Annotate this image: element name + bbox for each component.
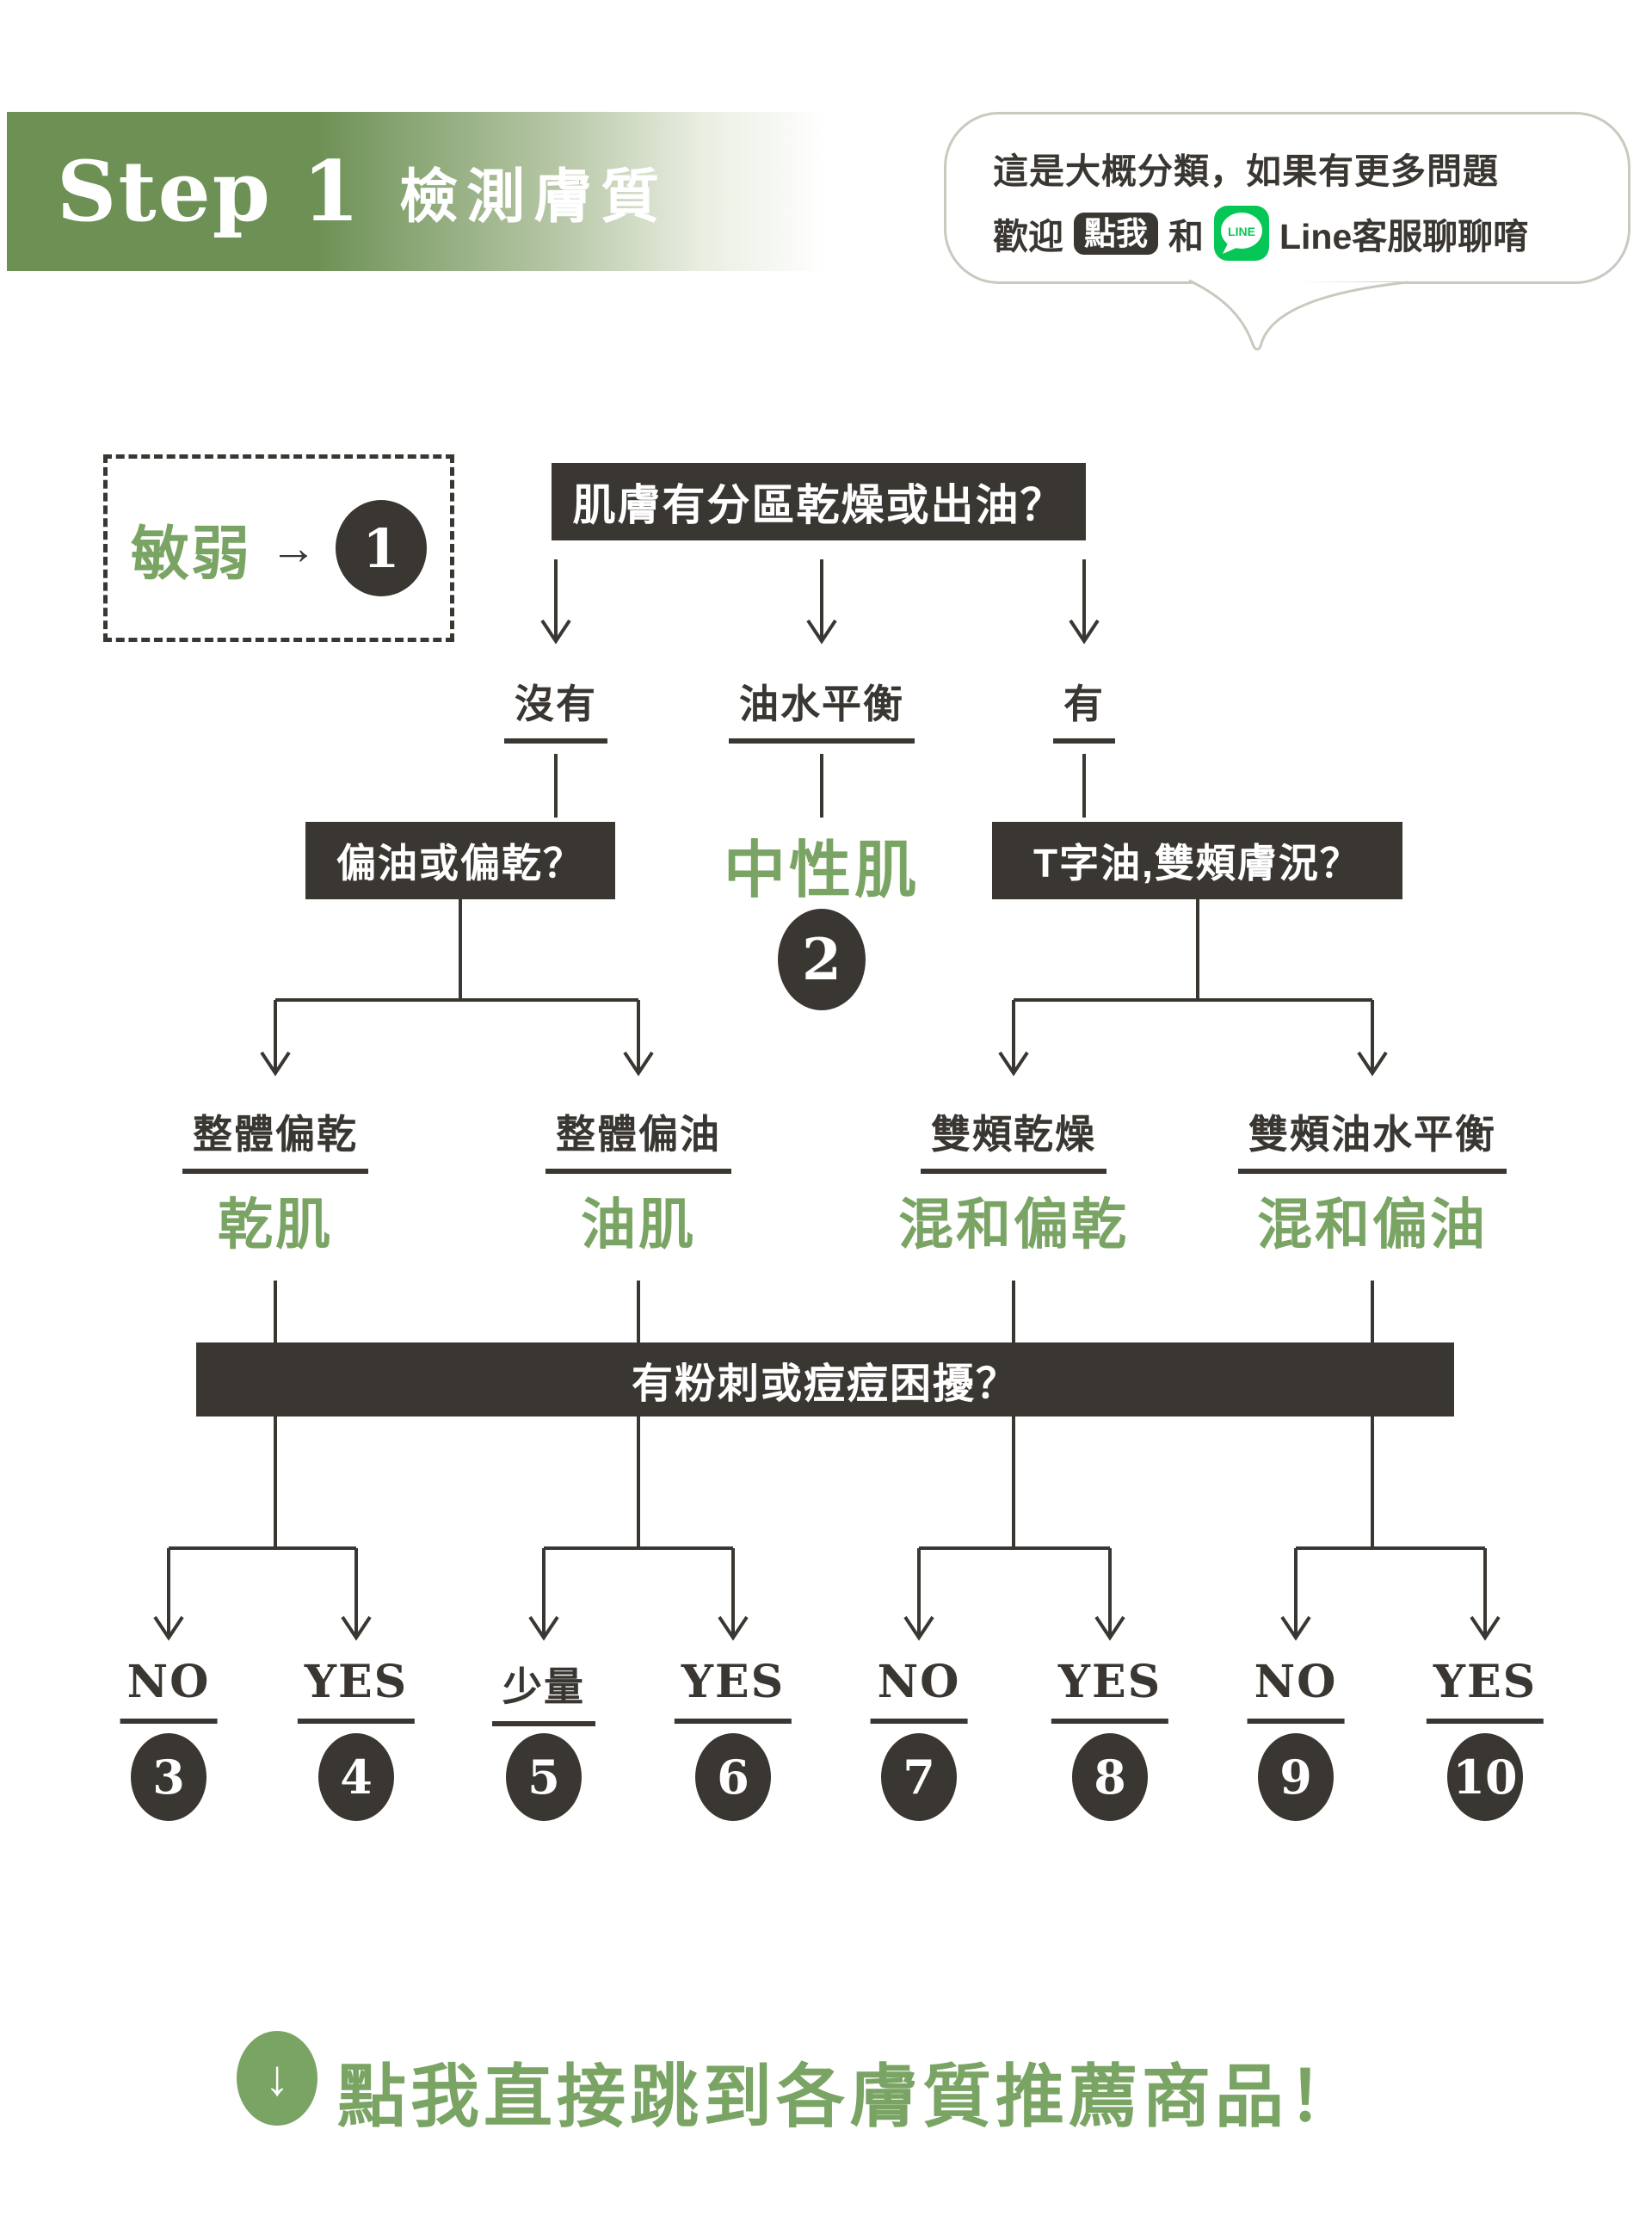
answer-label-7: YES bbox=[1426, 1656, 1544, 1724]
line-icon-label: LINE bbox=[1228, 225, 1255, 238]
result-circle-3[interactable]: 3 bbox=[131, 1733, 206, 1821]
result-circle-6[interactable]: 6 bbox=[695, 1733, 771, 1821]
branch-balanced-label: 油水平衡 bbox=[729, 673, 915, 744]
neutral-skin-label: 中性肌 bbox=[723, 836, 921, 905]
bubble-line2-prefix: 歡迎 bbox=[993, 217, 1063, 256]
chat-bubble: 這是大概分類，如果有更多問題 歡迎 點我 和 LINE Line客服聊聊唷 bbox=[944, 112, 1630, 284]
answer-label-6: NO bbox=[1247, 1656, 1345, 1724]
result-circle-7[interactable]: 7 bbox=[881, 1733, 957, 1821]
sensitive-skin-box: 敏弱 → 1 bbox=[103, 454, 454, 642]
bubble-line2-suffix: Line客服聊聊唷 bbox=[1279, 217, 1529, 256]
answer-label-1: YES bbox=[297, 1656, 416, 1724]
result-circle-10[interactable]: 10 bbox=[1447, 1733, 1523, 1821]
down-arrow-icon: ↓ bbox=[264, 2050, 290, 2106]
answer-label-3: YES bbox=[674, 1656, 792, 1724]
step-label: Step 1 bbox=[57, 143, 362, 240]
answer-label-0: NO bbox=[120, 1656, 218, 1724]
question-2-bar: 有粉刺或痘痘困擾？ bbox=[196, 1342, 1454, 1417]
answer-label-5: YES bbox=[1051, 1656, 1169, 1724]
condition-label-combo-dry: 雙頰乾燥 bbox=[921, 1103, 1106, 1174]
header-banner: Step 1 檢測膚質 bbox=[7, 112, 824, 271]
answer-label-2: 少量 bbox=[492, 1656, 595, 1726]
result-circle-9[interactable]: 9 bbox=[1258, 1733, 1334, 1821]
cta-arrow-circle[interactable]: ↓ bbox=[237, 2031, 317, 2126]
question-oily-or-dry-box: 偏油或偏乾？ bbox=[305, 822, 615, 899]
skin-type-combo-oil: 混和偏油 bbox=[1257, 1194, 1488, 1256]
page-title: 檢測膚質 bbox=[399, 164, 669, 230]
result-circle-4[interactable]: 4 bbox=[318, 1733, 394, 1821]
tap-me-badge[interactable]: 點我 bbox=[1074, 212, 1158, 255]
condition-label-combo-oil: 雙頰油水平衡 bbox=[1238, 1103, 1507, 1174]
line-app-icon[interactable]: LINE bbox=[1214, 206, 1269, 261]
branch-no-label: 沒有 bbox=[504, 673, 607, 744]
bubble-line2: 歡迎 點我 和 LINE Line客服聊聊唷 bbox=[993, 206, 1628, 261]
result-circle-8[interactable]: 8 bbox=[1072, 1733, 1148, 1821]
result-circle-1[interactable]: 1 bbox=[336, 500, 427, 596]
skin-type-combo-dry: 混和偏乾 bbox=[898, 1194, 1129, 1256]
bubble-line1: 這是大概分類，如果有更多問題 bbox=[993, 151, 1499, 191]
right-arrow-icon: → bbox=[270, 522, 317, 574]
question-1-box: 肌膚有分區乾燥或出油？ bbox=[552, 463, 1086, 540]
bubble-line2-and: 和 bbox=[1168, 217, 1204, 256]
branch-yes-label: 有 bbox=[1053, 673, 1115, 744]
sensitive-label: 敏弱 bbox=[130, 521, 251, 587]
answer-label-4: NO bbox=[870, 1656, 968, 1724]
skin-type-oily: 油肌 bbox=[581, 1194, 696, 1256]
result-circle-5[interactable]: 5 bbox=[506, 1733, 582, 1821]
condition-label-oily: 整體偏油 bbox=[546, 1103, 731, 1174]
question-tzone-box: T字油,雙頰膚況？ bbox=[992, 822, 1402, 899]
skin-type-dry: 乾肌 bbox=[218, 1194, 333, 1256]
condition-label-dry: 整體偏乾 bbox=[182, 1103, 368, 1174]
result-circle-2[interactable]: 2 bbox=[778, 909, 866, 1010]
cta-text[interactable]: 點我直接跳到各膚質推薦商品！ bbox=[337, 2058, 1361, 2135]
